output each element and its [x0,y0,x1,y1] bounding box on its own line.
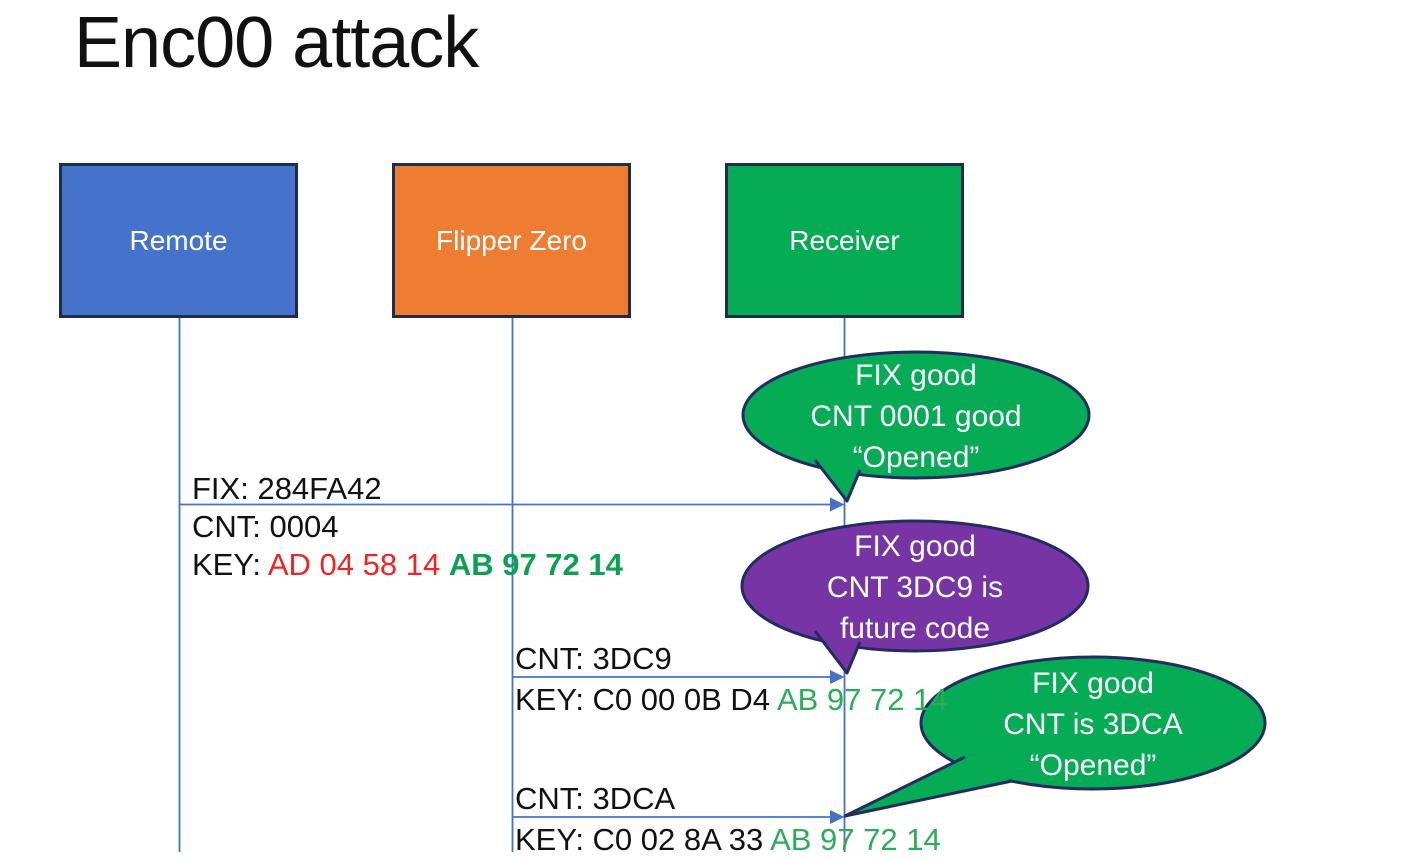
callout-2-line-1: FIX good [854,529,976,563]
message-2-arrow [512,670,845,684]
actor-box-remote: Remote [59,163,298,318]
message-2-cnt-label: CNT: 3DC9 [515,641,672,676]
actor-box-receiver: Receiver [725,163,964,318]
message-1-cnt-label: CNT: 0004 [192,509,339,544]
message-3-cnt-label: CNT: 3DCA [515,781,676,816]
callout-1-bubble [741,350,1091,503]
message-2-key-green-bytes: AB 97 72 14 [776,682,948,717]
callout-2-text: FIX good CNT 3DC9 is future code [742,523,1088,651]
page-title: Enc00 attack [74,3,479,83]
callout-1-line-1: FIX good [855,358,977,392]
message-3-arrow [512,810,845,824]
callout-3-bubble [843,655,1267,818]
callout-3-line-2: CNT is 3DCA [1003,707,1183,741]
callout-3-line-1: FIX good [1032,666,1154,700]
callout-2-bubble [740,519,1090,675]
message-1-key-red-bytes: AD 04 58 14 [267,547,449,582]
callout-1-text: FIX good CNT 0001 good “Opened” [743,354,1089,478]
message-2-key-black-bytes: KEY: C0 00 0B D4 [515,682,777,717]
actor-label-receiver: Receiver [789,224,900,256]
message-2-key-label: KEY: C0 00 0B D4 AB 97 72 14 [515,682,948,718]
callout-1-line-2: CNT 0001 good [810,399,1022,433]
message-1-key-prefix: KEY: [192,547,268,582]
message-1-key-green-bytes: AB 97 72 14 [448,547,623,582]
callout-3-line-3: “Opened” [1029,748,1157,782]
message-3-key-green-bytes: AB 97 72 14 [770,822,941,857]
callout-1-line-3: “Opened” [852,440,980,474]
message-3-key-black-bytes: KEY: C0 02 8A 33 [515,822,771,857]
message-1-arrow [179,497,845,512]
message-3-key-label: KEY: C0 02 8A 33 AB 97 72 14 [515,822,941,858]
actor-box-flipper-zero: Flipper Zero [392,163,631,318]
callout-2-line-3: future code [839,611,991,645]
actor-label-flipper-zero: Flipper Zero [436,224,587,256]
message-1-key-label: KEY: AD 04 58 14 AB 97 72 14 [192,547,623,583]
callout-2-line-2: CNT 3DC9 is [826,570,1004,604]
callout-3-text: FIX good CNT is 3DCA “Opened” [921,659,1265,789]
message-1-fix-label: FIX: 284FA42 [192,471,382,506]
actor-label-remote: Remote [129,224,228,256]
